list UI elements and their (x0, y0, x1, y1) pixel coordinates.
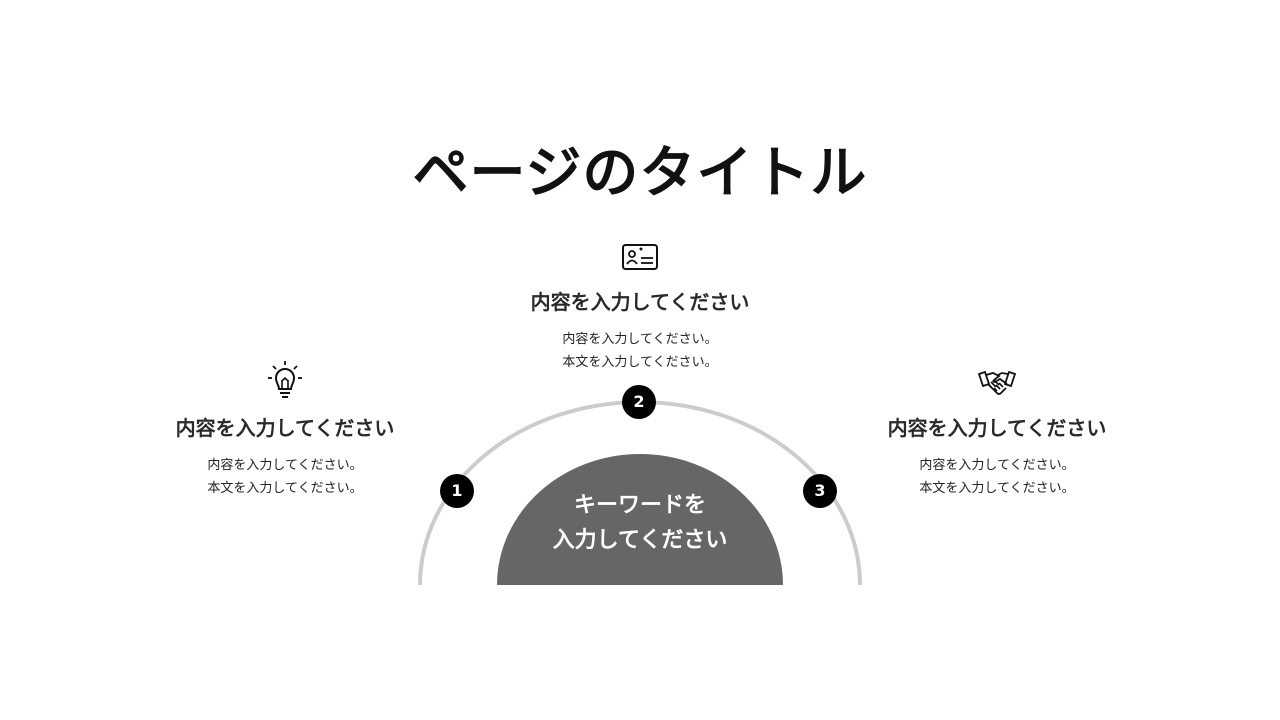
center-keyword-line2: 入力してください (552, 528, 728, 553)
item-2-heading: 内容を入力してください (530, 290, 750, 314)
page-title: ページのタイトル (412, 141, 868, 206)
item-3-body-line2: 本文を入力してください。 (919, 481, 1075, 496)
center-keyword-line1: キーワードを (573, 493, 706, 518)
item-1-body-line2: 本文を入力してください。 (207, 481, 363, 496)
handshake-icon (977, 370, 1017, 395)
item-1: 内容を入力してください 内容を入力してください。 本文を入力してください。 (130, 360, 440, 500)
item-2: 内容を入力してください 内容を入力してください。 本文を入力してください。 (490, 242, 790, 374)
step-badge-2: 2 (622, 385, 656, 419)
item-2-body-line1: 内容を入力してください。 (562, 332, 718, 347)
item-3-body-line1: 内容を入力してください。 (919, 458, 1075, 473)
item-3-body: 内容を入力してください。 本文を入力してください。 (842, 454, 1152, 500)
center-keyword: キーワードを 入力してください (497, 488, 783, 558)
item-1-body: 内容を入力してください。 本文を入力してください。 (130, 454, 440, 500)
lightbulb-icon (268, 361, 302, 398)
step-badge-3: 3 (803, 474, 837, 508)
id-card-icon (622, 244, 658, 270)
item-3-heading: 内容を入力してください (887, 416, 1107, 440)
item-2-body-line2: 本文を入力してください。 (562, 355, 718, 370)
step-badge-1: 1 (440, 474, 474, 508)
item-1-heading: 内容を入力してください (175, 416, 395, 440)
item-2-body: 内容を入力してください。 本文を入力してください。 (490, 328, 790, 374)
item-1-body-line1: 内容を入力してください。 (207, 458, 363, 473)
item-3: 内容を入力してください 内容を入力してください。 本文を入力してください。 (842, 366, 1152, 500)
